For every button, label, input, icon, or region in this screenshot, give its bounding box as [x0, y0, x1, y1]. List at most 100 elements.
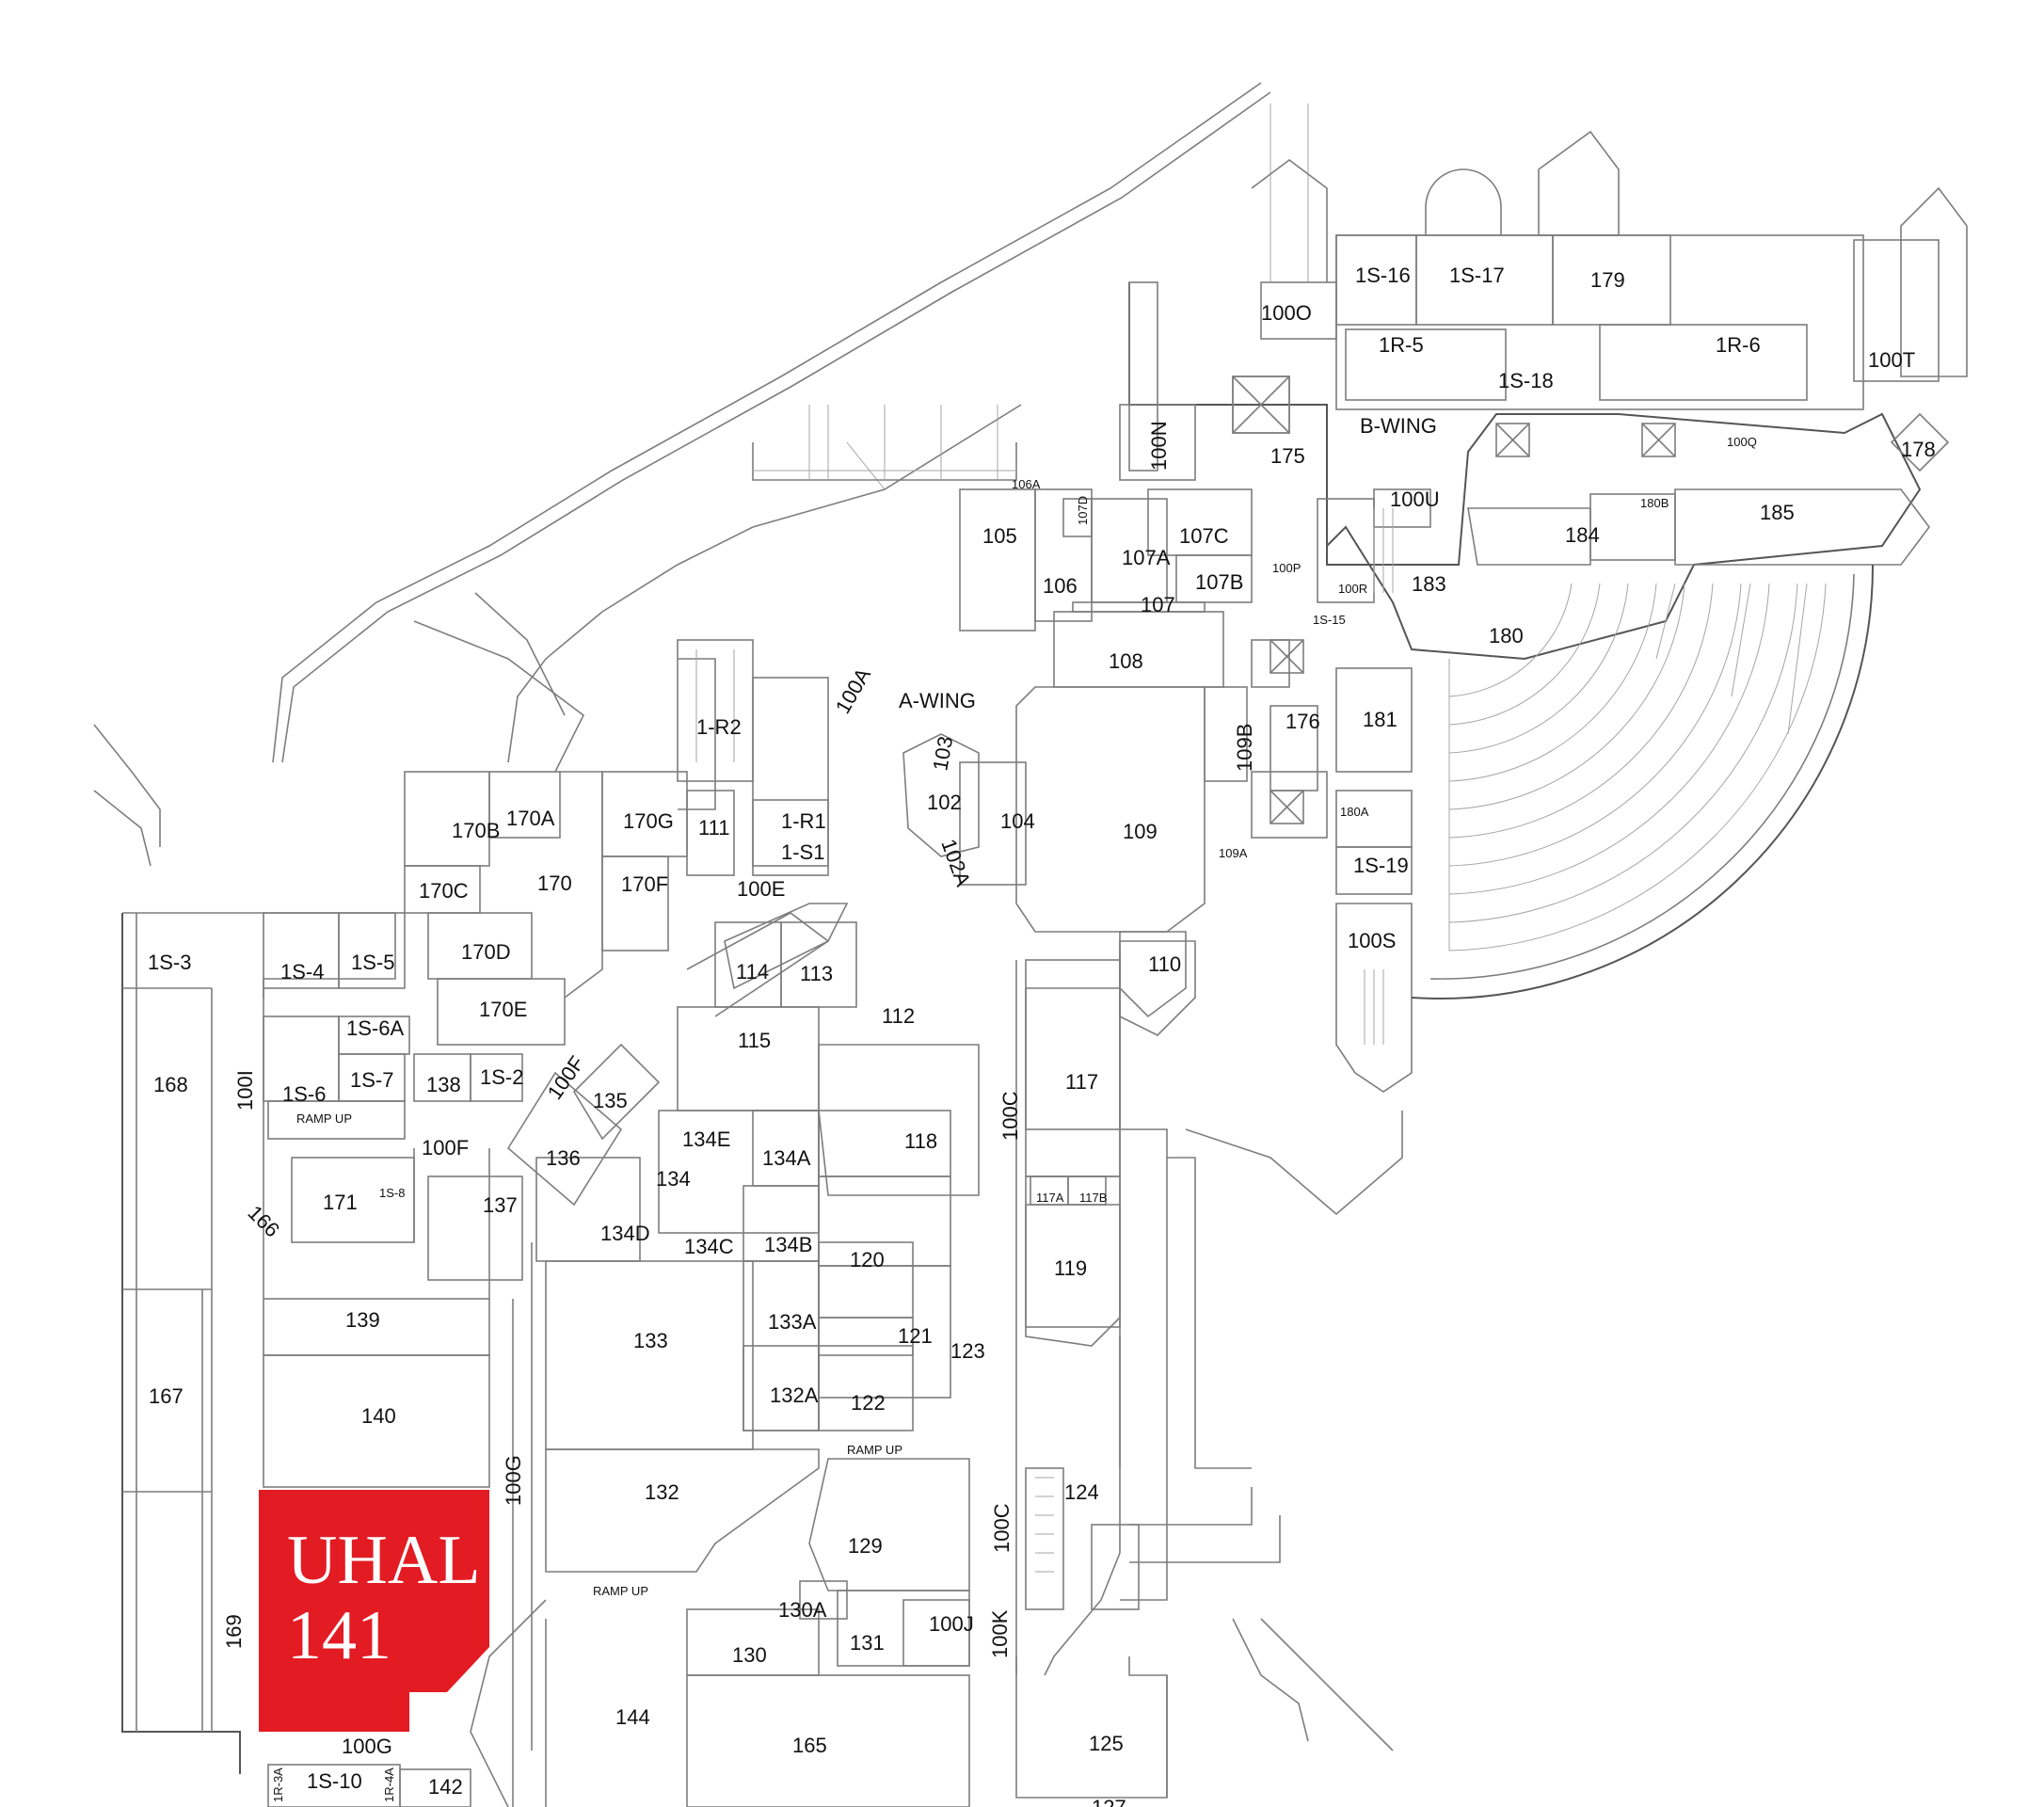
room-label[interactable]: 100O	[1261, 301, 1312, 325]
room-label[interactable]: 100A	[831, 664, 876, 717]
room-label[interactable]: 132	[645, 1480, 679, 1504]
room-label[interactable]: 1S-7	[350, 1068, 393, 1092]
room-label[interactable]: 1R-3A	[271, 1767, 285, 1802]
room-label[interactable]: 130A	[778, 1598, 827, 1622]
room-label[interactable]: 1S-18	[1498, 369, 1554, 392]
room-label[interactable]: 1S-15	[1313, 613, 1346, 627]
room-label[interactable]: 124	[1064, 1480, 1099, 1504]
room-label[interactable]: 107	[1141, 593, 1175, 616]
room-label[interactable]: 100F	[422, 1136, 469, 1159]
room-label[interactable]: 100Q	[1727, 435, 1757, 449]
room-label[interactable]: 134C	[684, 1235, 734, 1258]
room-label[interactable]: 125	[1089, 1732, 1124, 1755]
room-label[interactable]: 100C	[998, 1091, 1022, 1141]
room-label[interactable]: 117A	[1036, 1191, 1064, 1205]
room-label[interactable]: 133	[633, 1329, 668, 1352]
room-label[interactable]: 165	[792, 1734, 827, 1757]
room-label[interactable]: 139	[345, 1308, 380, 1332]
room-label[interactable]: 100G	[342, 1735, 392, 1758]
room-label[interactable]: 138	[426, 1073, 461, 1096]
room-label[interactable]: 1-R2	[696, 715, 742, 739]
room-label[interactable]: 144	[615, 1705, 650, 1729]
room-label[interactable]: 170G	[623, 809, 674, 833]
room-label[interactable]: 1R-5	[1379, 333, 1424, 357]
room-label[interactable]: 109A	[1219, 846, 1248, 860]
room-label[interactable]: 1S-10	[307, 1769, 362, 1793]
room-label[interactable]: 134A	[762, 1146, 811, 1170]
room-label[interactable]: 100U	[1390, 488, 1440, 511]
room-label[interactable]: 114	[736, 960, 769, 983]
room-label[interactable]: 104	[1000, 809, 1035, 833]
room-label[interactable]: 169	[222, 1614, 246, 1649]
room-label[interactable]: 100S	[1348, 929, 1396, 952]
room-label[interactable]: 179	[1590, 268, 1625, 292]
room-label[interactable]: 142	[428, 1775, 463, 1799]
room-label[interactable]: 112	[882, 1004, 915, 1028]
room-label[interactable]: 180	[1489, 624, 1524, 648]
room-label[interactable]: 134D	[600, 1222, 650, 1245]
room-label[interactable]: 107D	[1076, 496, 1090, 525]
room-label[interactable]: 184	[1565, 523, 1600, 547]
room-label[interactable]: 107A	[1122, 546, 1171, 569]
room-label[interactable]: 100N	[1147, 421, 1171, 471]
room-label[interactable]: 171	[323, 1191, 358, 1214]
room-label[interactable]: 175	[1270, 444, 1305, 468]
room-label[interactable]: 111	[698, 816, 729, 840]
room-label[interactable]: 100I	[233, 1070, 257, 1111]
room-label[interactable]: 102A	[936, 836, 975, 889]
highlighted-room-141[interactable]: UHAL 141	[259, 1490, 489, 1732]
room-label[interactable]: 100T	[1868, 348, 1915, 372]
room-label[interactable]: 180A	[1340, 805, 1369, 819]
room-label[interactable]: 131	[850, 1631, 885, 1655]
room-label[interactable]: 122	[851, 1391, 886, 1415]
room-label[interactable]: 100P	[1272, 561, 1301, 575]
room-label[interactable]: 100R	[1338, 582, 1367, 596]
room-label[interactable]: 120	[850, 1248, 885, 1271]
room-label[interactable]: 134	[656, 1167, 691, 1191]
room-label[interactable]: 167	[149, 1384, 184, 1408]
room-label[interactable]: 100E	[737, 877, 785, 901]
room-label[interactable]: 134E	[682, 1127, 730, 1151]
room-label[interactable]: 170	[537, 872, 572, 895]
room-label[interactable]: 107B	[1195, 570, 1243, 594]
room-label[interactable]: 1R-6	[1716, 333, 1761, 357]
room-label[interactable]: 170A	[506, 807, 555, 830]
room-label[interactable]: 137	[483, 1193, 518, 1217]
room-label[interactable]: 106A	[1012, 477, 1041, 491]
room-label[interactable]: 1R-4A	[382, 1767, 396, 1802]
room-label[interactable]: 1S-3	[148, 951, 191, 974]
room-label[interactable]: 136	[546, 1146, 581, 1170]
room-label[interactable]: 106	[1043, 574, 1078, 598]
room-label[interactable]: 100J	[929, 1612, 974, 1636]
room-label[interactable]: 140	[361, 1404, 396, 1428]
room-label[interactable]: 1S-17	[1449, 264, 1505, 287]
room-label[interactable]: 117	[1065, 1070, 1098, 1094]
room-label[interactable]: 1S-6A	[346, 1016, 404, 1040]
room-label[interactable]: 132A	[770, 1383, 819, 1407]
room-label[interactable]: 107C	[1179, 524, 1229, 548]
room-label[interactable]: 133A	[768, 1310, 817, 1334]
room-label[interactable]: 1S-2	[480, 1065, 523, 1089]
room-label[interactable]: 135	[593, 1089, 628, 1112]
room-label[interactable]: 166	[243, 1201, 284, 1242]
room-label[interactable]: 1-R1	[781, 809, 826, 833]
room-label[interactable]: 170F	[621, 872, 668, 896]
room-label[interactable]: 109	[1123, 820, 1158, 843]
room-label[interactable]: 115	[738, 1029, 771, 1052]
room-label[interactable]: 178	[1901, 438, 1936, 461]
room-label[interactable]: 1S-16	[1355, 264, 1411, 287]
room-label[interactable]: 1S-5	[351, 951, 394, 974]
room-label[interactable]: 121	[898, 1324, 933, 1348]
room-label[interactable]: 127	[1092, 1796, 1126, 1807]
room-label[interactable]: 1S-6	[282, 1082, 326, 1106]
room-label[interactable]: 123	[950, 1339, 985, 1363]
room-label[interactable]: 1S-8	[379, 1186, 405, 1200]
room-label[interactable]: 119	[1054, 1256, 1087, 1280]
room-label[interactable]: 100C	[990, 1503, 1014, 1553]
room-label[interactable]: 134B	[764, 1233, 812, 1256]
room-label[interactable]: 181	[1363, 708, 1397, 731]
room-label[interactable]: 103	[928, 734, 957, 773]
room-label[interactable]: 129	[848, 1534, 883, 1558]
room-label[interactable]: 102	[927, 791, 962, 814]
room-label[interactable]: 1S-19	[1353, 854, 1409, 877]
